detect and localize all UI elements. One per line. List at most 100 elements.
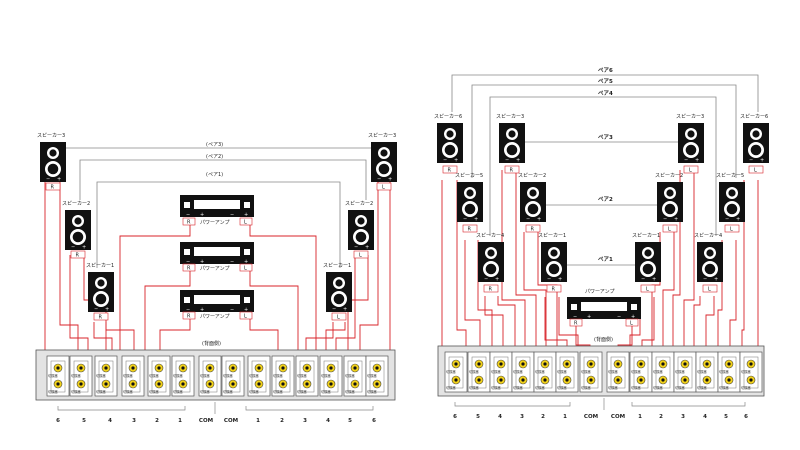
svg-text:スピーカー4: スピーカー4 xyxy=(476,233,504,239)
left-pair1-label: (ペア1) xyxy=(206,172,223,178)
svg-text:R: R xyxy=(531,227,535,233)
left-speaker-3-right: スピーカー3 L xyxy=(368,133,397,191)
svg-text:R: R xyxy=(448,168,452,174)
left-terminal-text-2-1: 切換器 xyxy=(71,373,81,378)
left-terminal-text-1-2: 切換器 xyxy=(48,389,58,394)
svg-text:R: R xyxy=(574,321,578,327)
svg-text:スピーカー1: スピーカー1 xyxy=(86,263,114,269)
right-terminal-text-12-1: 切換器 xyxy=(697,369,707,374)
svg-text:パワーアンプ: パワーアンプ xyxy=(585,289,614,295)
right-terminal-text-7-1: 切換器 xyxy=(581,369,591,374)
svg-text:R: R xyxy=(468,227,472,233)
right-terminal-text-3-2: 切換器 xyxy=(491,385,501,390)
right-pair6-label: ペア6 xyxy=(598,67,613,74)
left-pair3-label: (ペア3) xyxy=(206,142,223,148)
svg-text:スピーカー5: スピーカー5 xyxy=(455,173,483,179)
right-speaker-6-left: スピーカー6 R xyxy=(434,114,463,174)
right-terminal-text-5-1: 切換器 xyxy=(535,369,545,374)
left-terminal-text-2-2: 切換器 xyxy=(71,389,81,394)
right-terminal-text-7-2: 切換器 xyxy=(581,385,591,390)
svg-text:L: L xyxy=(359,253,362,259)
svg-text:L: L xyxy=(337,315,340,321)
left-terminal-text-12-2: 切換器 xyxy=(321,389,331,394)
svg-text:R: R xyxy=(99,315,103,321)
left-speaker-2-left: スピーカー2 R xyxy=(62,201,91,259)
svg-text:6: 6 xyxy=(372,418,376,424)
svg-text:1: 1 xyxy=(178,418,182,424)
left-terminal-text-8-1: 切換器 xyxy=(223,373,233,378)
svg-text:4: 4 xyxy=(108,418,112,424)
svg-text:L: L xyxy=(646,287,649,293)
svg-text:2: 2 xyxy=(155,418,159,424)
right-terminal-text-6-2: 切換器 xyxy=(557,385,567,390)
svg-text:5: 5 xyxy=(348,418,352,424)
svg-text:パワーアンプ: パワーアンプ xyxy=(200,266,229,272)
svg-text:L: L xyxy=(689,168,692,174)
svg-text:4: 4 xyxy=(703,414,707,420)
svg-text:スピーカー2: スピーカー2 xyxy=(345,201,373,207)
left-terminal-text-5-2: 切換器 xyxy=(149,389,159,394)
right-speaker-3-left: スピーカー3 R xyxy=(496,114,525,174)
left-red-wires xyxy=(44,182,391,355)
left-speaker-3-left: スピーカー3 R xyxy=(37,133,66,191)
svg-text:5: 5 xyxy=(82,418,86,424)
left-terminal-text-14-1: 切換器 xyxy=(367,373,377,378)
left-power-amp-3: R パワーアンプ L xyxy=(180,290,254,320)
right-terminal-text-1-2: 切換器 xyxy=(446,385,456,390)
left-terminal-text-5-1: 切換器 xyxy=(149,373,159,378)
left-terminal-text-11-1: 切換器 xyxy=(297,373,307,378)
left-pair-lines xyxy=(65,147,378,268)
right-terminal-text-9-2: 切換器 xyxy=(631,385,641,390)
svg-text:3: 3 xyxy=(520,414,524,420)
svg-text:3: 3 xyxy=(132,418,136,424)
left-terminal-text-9-1: 切換器 xyxy=(249,373,259,378)
right-terminal-text-9-1: 切換器 xyxy=(631,369,641,374)
svg-text:L: L xyxy=(708,287,711,293)
right-terminal-text-11-2: 切換器 xyxy=(675,385,685,390)
right-speaker-5-right: スピーカー5 L xyxy=(716,173,745,233)
svg-text:L: L xyxy=(754,168,757,174)
svg-text:6: 6 xyxy=(453,414,457,420)
right-terminal-text-5-2: 切換器 xyxy=(535,385,545,390)
svg-text:パワーアンプ: パワーアンプ xyxy=(200,314,229,320)
right-number-bracket xyxy=(454,398,746,410)
svg-text:スピーカー3: スピーカー3 xyxy=(496,114,524,120)
right-pair1-label: ペア1 xyxy=(598,256,613,263)
svg-text:2: 2 xyxy=(541,414,545,420)
svg-text:スピーカー2: スピーカー2 xyxy=(62,201,90,207)
right-terminal-text-10-2: 切換器 xyxy=(653,385,663,390)
svg-text:R: R xyxy=(187,266,191,272)
right-pair-lines xyxy=(451,74,759,266)
left-terminal-text-14-2: 切換器 xyxy=(367,389,377,394)
left-terminal-text-3-1: 切換器 xyxy=(96,373,106,378)
svg-text:5: 5 xyxy=(724,414,728,420)
right-terminal-text-14-1: 切換器 xyxy=(741,369,751,374)
svg-text:6: 6 xyxy=(744,414,748,420)
svg-text:5: 5 xyxy=(476,414,480,420)
right-terminal-text-8-1: 切換器 xyxy=(608,369,618,374)
left-terminal-text-9-2: 切換器 xyxy=(249,389,259,394)
left-terminal-text-1-1: 切換器 xyxy=(48,373,58,378)
right-rear-label: (背面側) xyxy=(594,336,613,343)
svg-text:L: L xyxy=(668,227,671,233)
svg-text:スピーカー6: スピーカー6 xyxy=(434,114,462,120)
svg-text:R: R xyxy=(510,168,514,174)
svg-text:2: 2 xyxy=(280,418,284,424)
svg-text:スピーカー1: スピーカー1 xyxy=(632,233,660,239)
left-bottom-numbers: 6 5 4 3 2 1 COM COM 1 2 3 4 5 6 xyxy=(56,418,376,424)
left-terminal-text-7-2: 切換器 xyxy=(200,389,210,394)
left-speaker-1-left: スピーカー1 R xyxy=(86,263,114,321)
svg-text:COM: COM xyxy=(199,418,213,424)
svg-text:L: L xyxy=(244,314,247,320)
svg-text:R: R xyxy=(552,287,556,293)
svg-text:COM: COM xyxy=(224,418,238,424)
svg-text:3: 3 xyxy=(681,414,685,420)
left-terminal-text-12-1: 切換器 xyxy=(321,373,331,378)
right-terminal-text-1-1: 切換器 xyxy=(446,369,456,374)
svg-text:スピーカー6: スピーカー6 xyxy=(740,114,768,120)
left-power-amp-1: R パワーアンプ L xyxy=(180,195,254,226)
right-pair4-label: ペア4 xyxy=(598,90,613,97)
right-terminal-text-4-2: 切換器 xyxy=(513,385,523,390)
left-terminal-text-8-2: 切換器 xyxy=(223,389,233,394)
